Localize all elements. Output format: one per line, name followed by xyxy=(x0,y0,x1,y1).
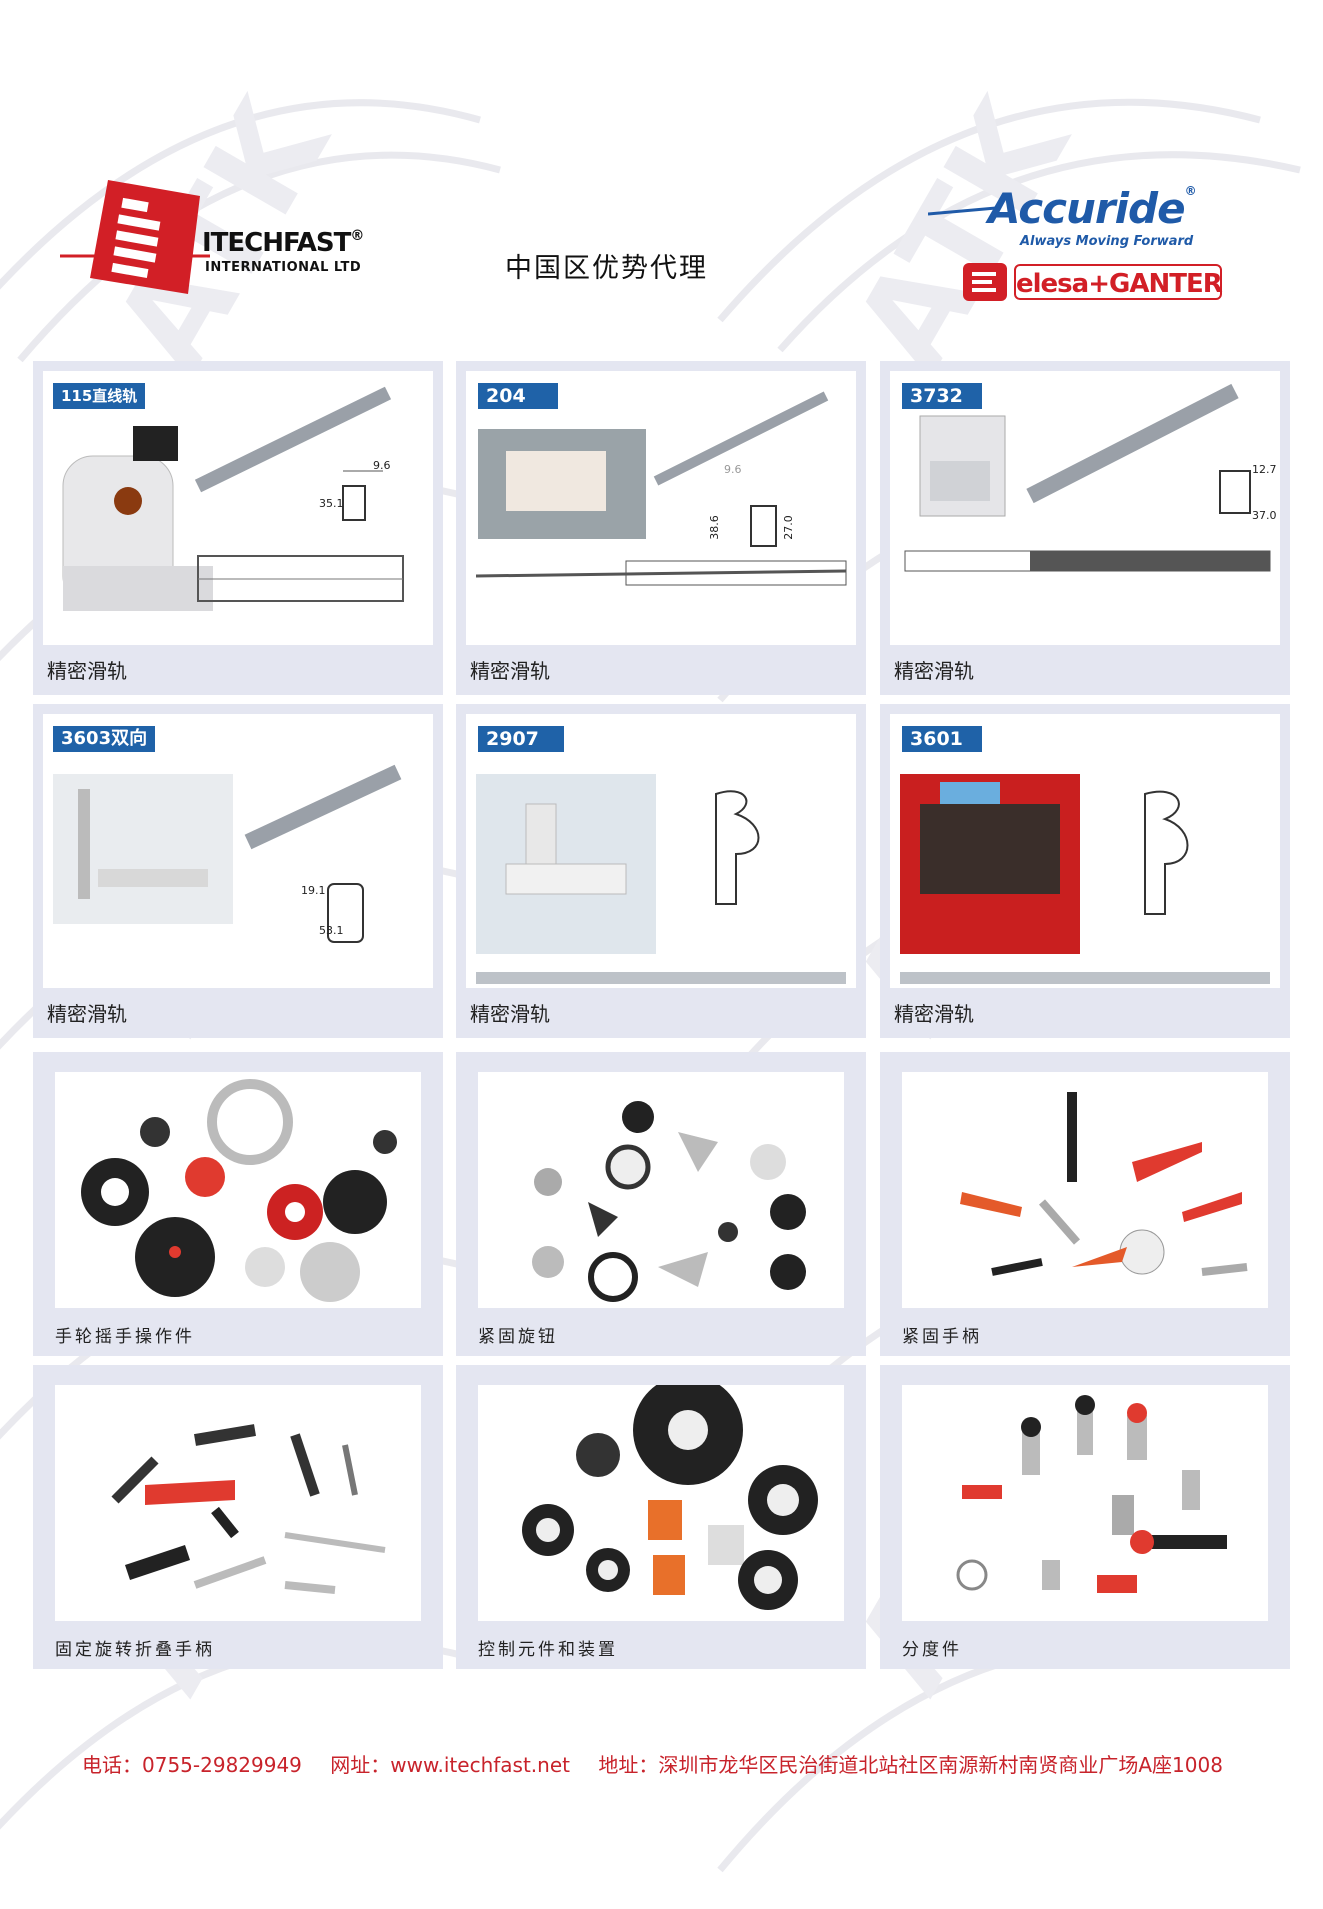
plunger-parts-illustration xyxy=(956,1395,1227,1593)
card-caption: 紧固旋钮 xyxy=(478,1327,558,1347)
page-title: 中国区优势代理 xyxy=(505,253,708,284)
card-caption: 精密滑轨 xyxy=(894,659,974,683)
lever-parts-illustration xyxy=(960,1092,1248,1276)
elesa-emblem-icon xyxy=(963,263,1007,301)
slide-model-badge: 115直线轨 xyxy=(53,383,146,409)
accuride-name: Accuride® xyxy=(988,184,1197,233)
component-card-knobs: 紧固旋钮 xyxy=(456,1052,866,1356)
accuride-logo: Accuride® Always Moving Forward xyxy=(928,184,1228,254)
slide-product-illustration xyxy=(475,391,847,586)
dimension-label: 9.6 xyxy=(373,459,391,472)
itechfast-name: ITECHFAST® xyxy=(202,228,364,258)
dimension-label: 27.0 xyxy=(781,515,795,540)
dimension-label: 19.1 xyxy=(301,884,326,897)
card-caption: 精密滑轨 xyxy=(470,659,550,683)
slide-card-204: 9.6 38.6 27.0 204 精密滑轨 xyxy=(456,361,866,695)
handle-parts-illustration xyxy=(111,1424,386,1594)
footer-website[interactable]: 网址：www.itechfast.net xyxy=(330,1753,570,1777)
card-caption: 固定旋转折叠手柄 xyxy=(55,1640,215,1660)
knob-parts-illustration xyxy=(532,1101,806,1302)
slide-product-illustration xyxy=(476,774,846,984)
slide-card-3601: 3601 精密滑轨 xyxy=(880,704,1290,1038)
component-card-control-elements: 控制元件和装置 xyxy=(456,1365,866,1669)
indicator-parts-illustration xyxy=(522,1385,818,1610)
footer-address: 地址：深圳市龙华区民治街道北站社区南源新村南贤商业广场A座1008 xyxy=(598,1753,1223,1777)
slide-product-illustration xyxy=(900,774,1270,984)
card-caption: 分度件 xyxy=(902,1640,962,1660)
slide-product-illustration xyxy=(904,383,1271,572)
dimension-label: 37.0 xyxy=(1252,509,1277,522)
component-card-indexing-plungers: 分度件 xyxy=(880,1365,1290,1669)
contact-footer: 电话：0755-29829949 网址：www.itechfast.net 地址… xyxy=(82,1749,1245,1778)
card-caption: 精密滑轨 xyxy=(47,1002,127,1026)
footer-phone: 电话：0755-29829949 xyxy=(82,1753,302,1777)
slide-model-badge: 3732 xyxy=(902,383,982,409)
card-caption: 紧固手柄 xyxy=(902,1327,982,1347)
slide-product-illustration xyxy=(62,386,404,611)
itechfast-logo: ITECHFAST® INTERNATIONAL LTD xyxy=(60,178,380,296)
card-caption: 控制元件和装置 xyxy=(478,1640,618,1660)
slide-card-3603: 19.1 53.1 3603双向 精密滑轨 xyxy=(33,704,443,1038)
slide-model-badge: 204 xyxy=(478,383,558,409)
card-caption: 精密滑轨 xyxy=(47,659,127,683)
accuride-tagline: Always Moving Forward xyxy=(1020,234,1194,249)
handwheel-parts-illustration xyxy=(81,1079,397,1302)
slide-card-3732: 12.7 37.0 3732 精密滑轨 xyxy=(880,361,1290,695)
slide-card-2907: 2907 精密滑轨 xyxy=(456,704,866,1038)
component-card-clamping-levers: 紧固手柄 xyxy=(880,1052,1290,1356)
accuride-swoosh-icon xyxy=(928,206,997,216)
elesa-ganter-logo: elesa+GANTER xyxy=(962,262,1226,304)
slide-card-115: 9.6 35.1 115直线轨 精密滑轨 xyxy=(33,361,443,695)
dimension-label: 38.6 xyxy=(707,515,721,540)
dimension-label: 35.1 xyxy=(319,497,344,510)
itechfast-subtitle: INTERNATIONAL LTD xyxy=(205,260,362,275)
card-caption: 精密滑轨 xyxy=(894,1002,974,1026)
card-caption: 手轮摇手操作件 xyxy=(55,1327,195,1347)
slide-model-badge: 3603双向 xyxy=(53,726,156,752)
dimension-label: 9.6 xyxy=(724,463,742,476)
dimension-label: 12.7 xyxy=(1252,463,1277,476)
slide-product-illustration xyxy=(53,764,402,943)
elesa-name: elesa+GANTER xyxy=(1014,264,1223,300)
slide-model-badge: 2907 xyxy=(478,726,564,752)
itechfast-emblem-icon xyxy=(60,180,210,294)
card-caption: 精密滑轨 xyxy=(470,1002,550,1026)
slide-model-badge: 3601 xyxy=(902,726,982,752)
component-card-handwheels: 手轮摇手操作件 xyxy=(33,1052,443,1356)
dimension-label: 53.1 xyxy=(319,924,344,937)
component-card-revolving-handles: 固定旋转折叠手柄 xyxy=(33,1365,443,1669)
